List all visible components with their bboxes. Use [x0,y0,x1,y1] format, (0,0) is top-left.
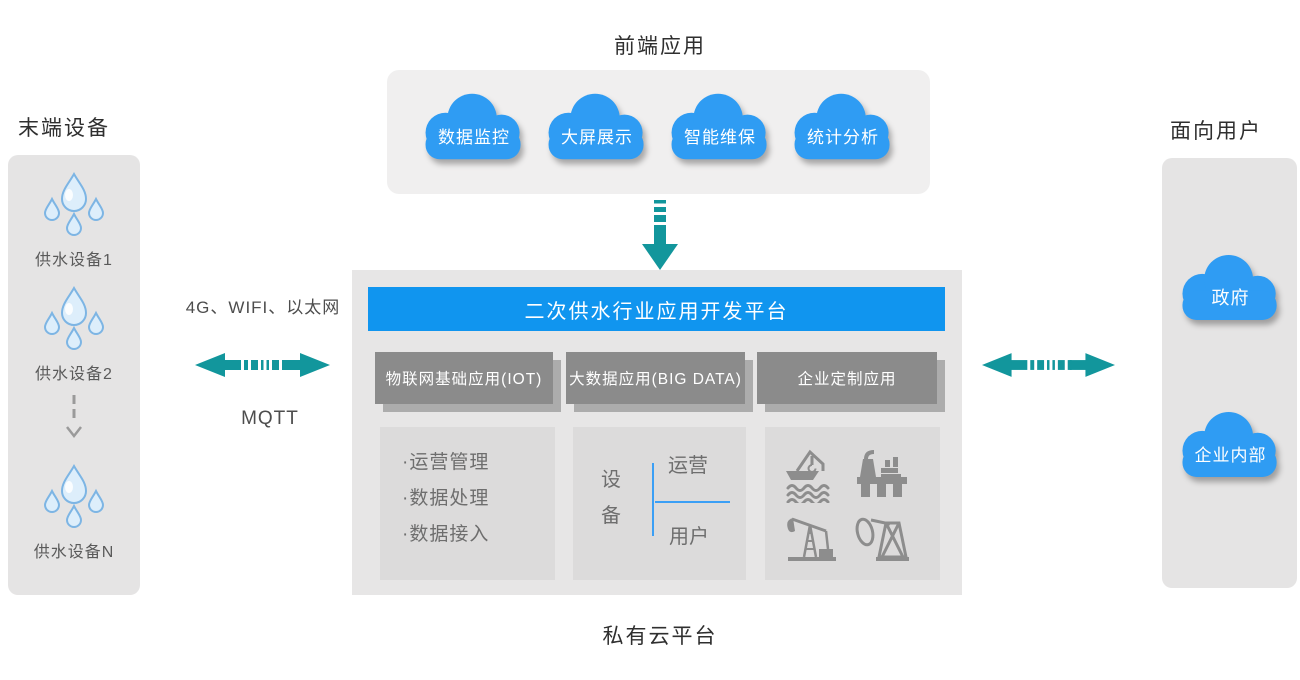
cloud-icon: 智能维保 [663,86,777,166]
left-double-arrow-icon [195,350,330,380]
terminal-devices-panel: 供水设备1 供水设备2 [8,155,140,595]
left-link-protocols-label: 4G、WIFI、以太网 [185,298,341,317]
matrix-vertical-divider [652,463,654,536]
cloud-icon: 统计分析 [786,86,900,166]
platform-header-label: 二次供水行业应用开发平台 [524,300,789,323]
module-label: 物联网基础应用(IOT) [385,371,543,388]
matrix-right-top: 运营 [668,455,708,477]
cloud-icon: 数据监控 [417,86,531,166]
module-button-custom: 企业定制应用 [757,352,937,404]
facing-users-title: 面向用户 [1170,120,1262,143]
terminal-devices-title: 末端设备 [18,117,110,140]
pumpjack-derrick-icon [787,517,836,561]
cloud-icon: 大屏展示 [540,86,654,166]
device-group: 供水设备N [8,463,140,562]
frontend-app-label: 智能维保 [684,127,756,147]
matrix-horizontal-divider [655,501,730,503]
frontend-app-cloud: 智能维保 [663,86,777,170]
industry-icon-grid [784,447,910,563]
device-label: 供水设备2 [35,366,113,383]
frontend-panel: 数据监控 大屏展示 智能维保 统计分析 [387,70,930,194]
pumpjack-outline-icon [855,517,909,561]
device-label: 供水设备N [33,544,115,561]
water-drops-icon [43,463,105,528]
water-drops-icon [43,171,105,236]
device-group: 供水设备2 [8,285,140,384]
water-drops-icon [43,285,105,350]
frontend-app-label: 数据监控 [438,127,510,147]
iot-feature-item: ·数据接入 [402,524,490,545]
frontend-cloud-row: 数据监控 大屏展示 智能维保 统计分析 [387,86,930,170]
matrix-left-bottom: 备 [601,505,621,527]
floating-crane-ship-icon [786,449,830,503]
frontend-app-cloud: 数据监控 [417,86,531,170]
right-double-arrow-icon [982,350,1115,380]
facing-users-panel: 政府 企业内部 [1162,158,1297,588]
frontend-app-label: 大屏展示 [561,127,633,147]
frontend-title: 前端应用 [614,35,706,58]
user-cloud-label: 企业内部 [1194,445,1267,465]
frontend-app-label: 统计分析 [807,127,879,147]
user-cloud-label: 政府 [1211,287,1250,308]
arrow-down-icon [640,200,680,272]
module-button-bigdata: 大数据应用(BIG DATA) [566,352,745,404]
ellipsis-arrow-icon [64,395,84,447]
frontend-app-cloud: 大屏展示 [540,86,654,170]
user-cloud-government: 政府 [1174,248,1287,326]
matrix-right-bottom: 用户 [669,526,709,548]
device-group: 供水设备1 [8,171,140,270]
device-label: 供水设备1 [35,252,113,269]
frontend-app-cloud: 统计分析 [786,86,900,170]
module-label: 企业定制应用 [797,371,897,388]
module-label: 大数据应用(BIG DATA) [569,371,742,388]
module-button-iot: 物联网基础应用(IOT) [375,352,553,404]
private-cloud-title: 私有云平台 [602,625,718,648]
offshore-platform-icon [857,450,907,497]
user-cloud-enterprise: 企业内部 [1174,405,1287,483]
bigdata-matrix-box: 设 备 运营 用户 [573,427,746,580]
matrix-left-top: 设 [601,469,621,491]
iot-feature-item: ·数据处理 [402,488,490,509]
iot-features-box: ·运营管理 ·数据处理 ·数据接入 [380,427,555,580]
left-link-mqtt-label: MQTT [241,408,299,429]
custom-apps-box [765,427,940,580]
iot-feature-item: ·运营管理 [402,452,490,473]
platform-header-bar: 二次供水行业应用开发平台 [368,287,945,331]
platform-panel: 二次供水行业应用开发平台 物联网基础应用(IOT) 大数据应用(BIG DATA… [352,270,962,595]
